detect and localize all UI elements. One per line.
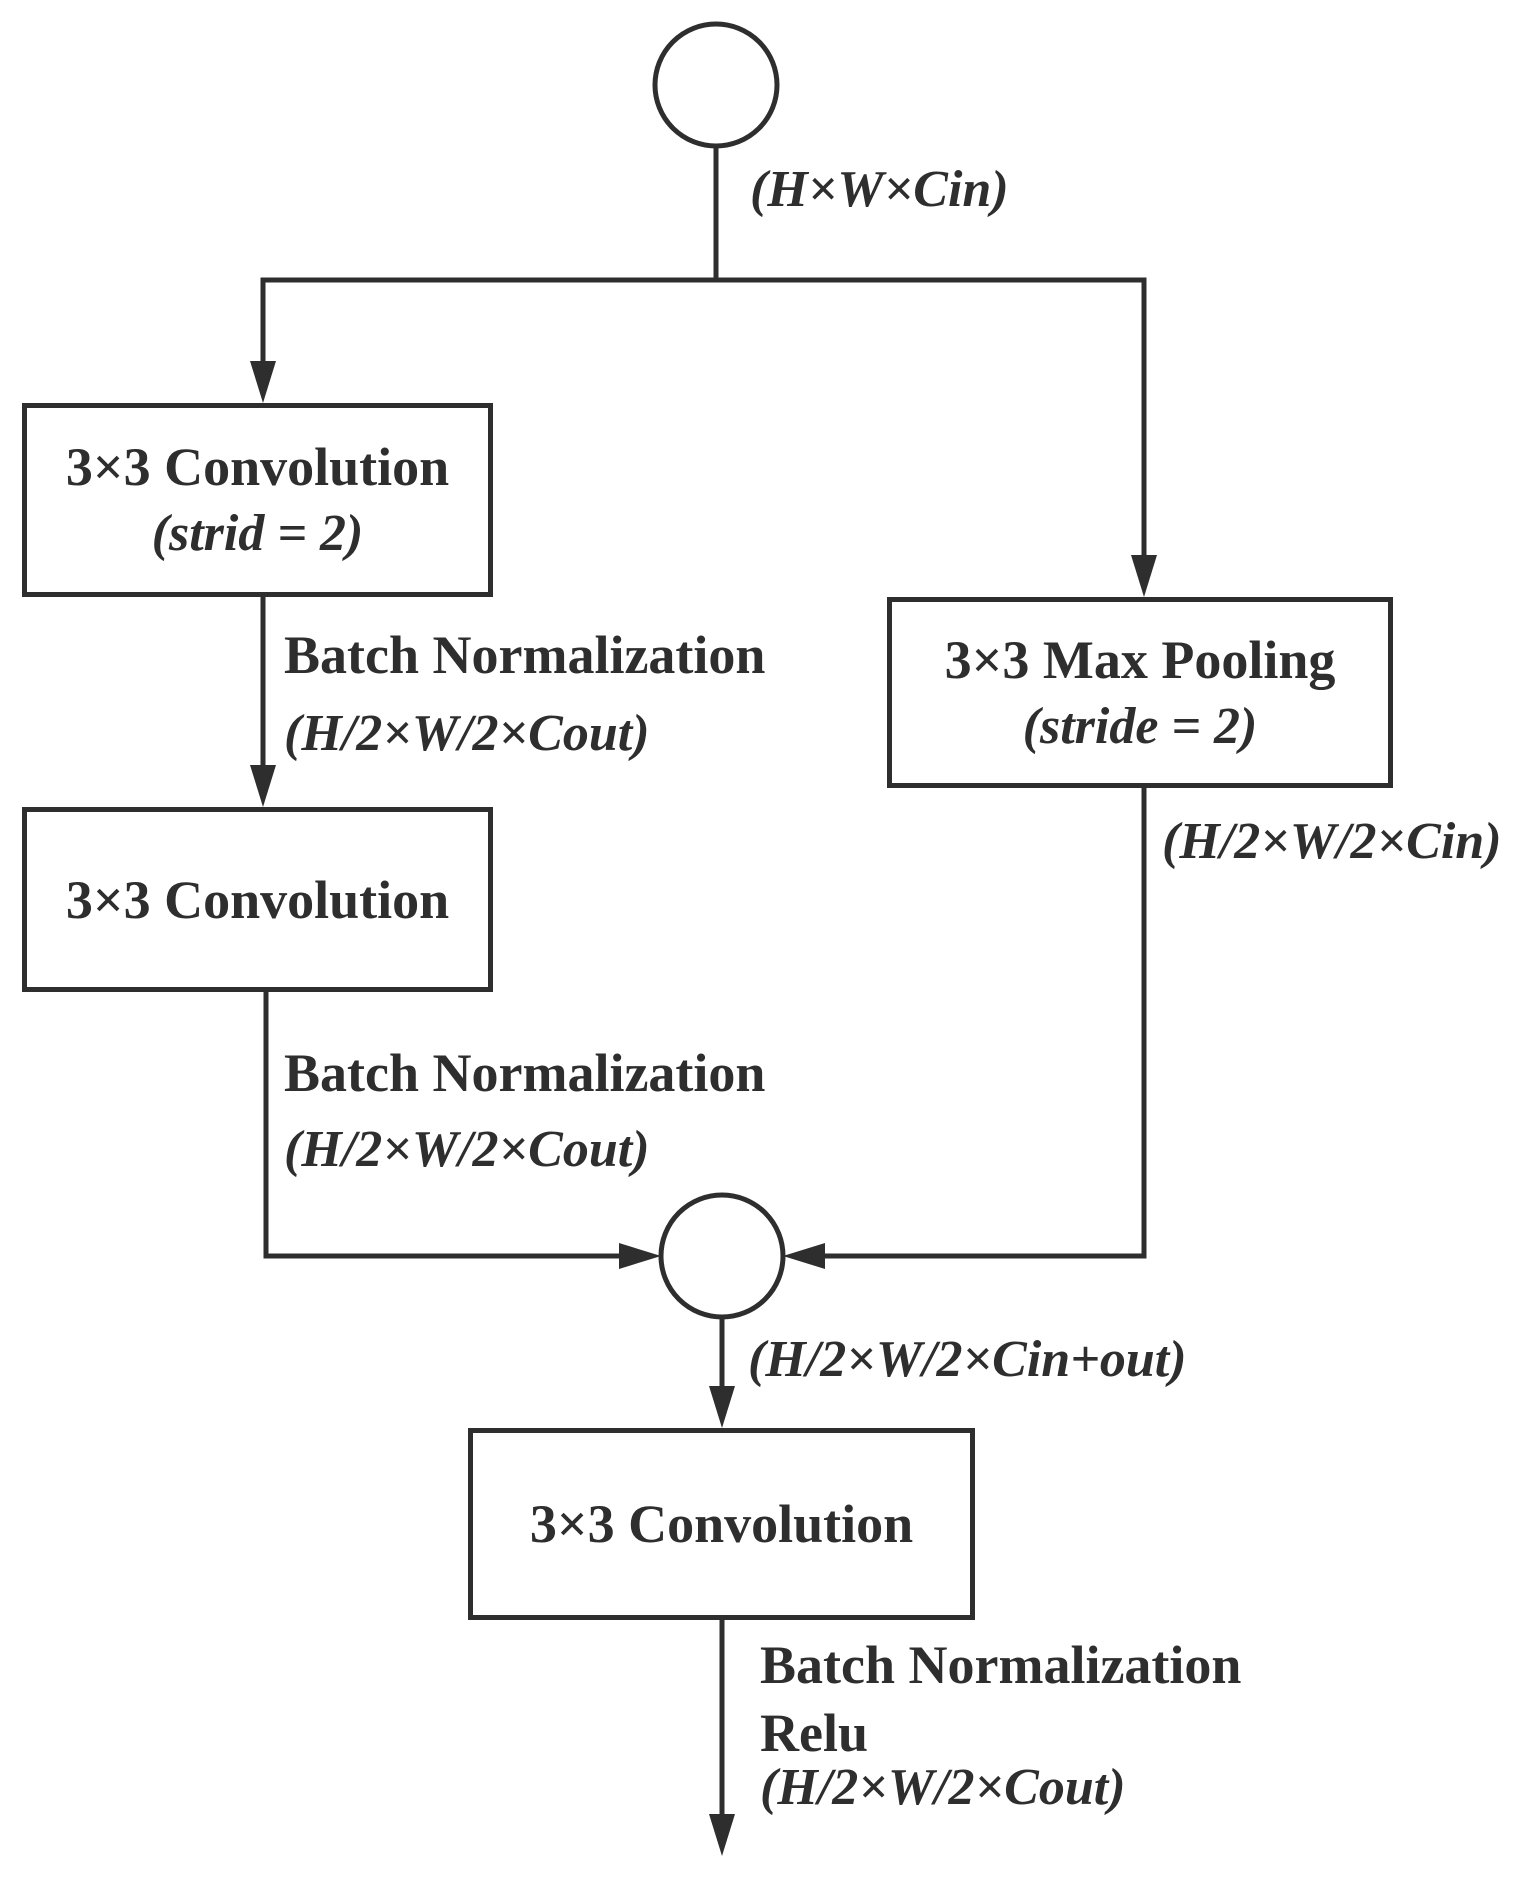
bn1-label: Batch Normalization — [284, 625, 766, 685]
maxpool-box: 3×3 Max Pooling (stride = 2) — [887, 597, 1393, 788]
input-shape-label: (H×W×Cin) — [750, 161, 1009, 218]
pool-shape-label: (H/2×W/2×Cin) — [1162, 813, 1502, 870]
arrowhead-down-icon — [250, 765, 276, 807]
arrowhead-down-icon — [709, 1814, 735, 1856]
conv1-title: 3×3 Convolution — [65, 437, 450, 497]
arrowhead-right-icon — [619, 1243, 661, 1269]
connector-pool-to-concat — [818, 785, 1147, 1259]
connector-conv2-to-concat — [263, 989, 626, 1259]
arrowhead-down-icon — [1131, 555, 1157, 597]
conv2-box: 3×3 Convolution — [22, 807, 493, 992]
bn2-label: Batch Normalization — [284, 1043, 766, 1103]
arrowhead-left-icon — [783, 1243, 825, 1269]
input-node-circle — [652, 21, 780, 149]
arrowhead-down-icon — [709, 1386, 735, 1428]
relu-label: Relu — [760, 1703, 868, 1763]
concat-shape-label: (H/2×W/2×Cin+out) — [748, 1331, 1187, 1388]
output-shape-label: (H/2×W/2×Cout) — [760, 1759, 1126, 1816]
conv1-box: 3×3 Convolution (strid = 2) — [22, 403, 493, 597]
bn2-shape-label: (H/2×W/2×Cout) — [284, 1121, 650, 1178]
bn1-shape-label: (H/2×W/2×Cout) — [284, 705, 650, 762]
bn3-label: Batch Normalization — [760, 1635, 1242, 1695]
maxpool-title: 3×3 Max Pooling — [944, 629, 1336, 690]
arrowhead-down-icon — [250, 361, 276, 403]
conv3-title: 3×3 Convolution — [529, 1494, 914, 1554]
conv3-box: 3×3 Convolution — [468, 1428, 975, 1620]
conv2-title: 3×3 Convolution — [65, 869, 450, 930]
conv1-subtitle: (strid = 2) — [151, 505, 364, 562]
maxpool-subtitle: (stride = 2) — [1022, 697, 1258, 755]
concat-node-circle — [658, 1192, 786, 1320]
